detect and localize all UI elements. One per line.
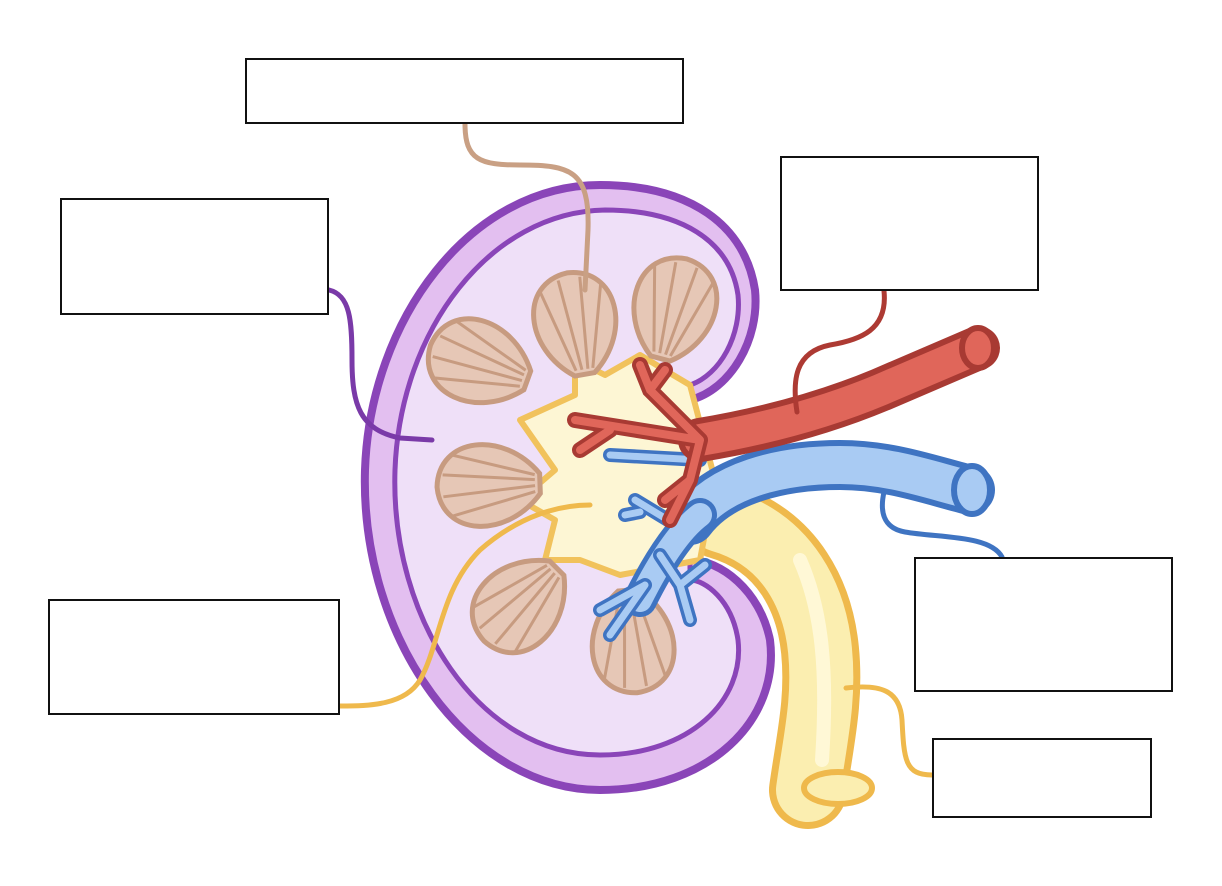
renal-vein [593, 439, 995, 642]
pyramid-4 [434, 442, 543, 529]
leader-line-top [462, 121, 591, 293]
ureter [681, 481, 875, 829]
leader-line-right-mid [879, 489, 1005, 560]
renal-artery-opening [959, 325, 997, 371]
pyramid-2 [631, 255, 720, 364]
renal-vein-opening [951, 463, 993, 517]
leader-line-right-bottom [843, 684, 935, 778]
leader-line-right-top [792, 288, 887, 415]
pyramid-1 [531, 270, 619, 379]
label-box-left-bottom[interactable] [48, 599, 340, 715]
ureter-opening [801, 769, 875, 807]
renal-artery [567, 325, 1000, 528]
label-box-right-top[interactable] [780, 156, 1039, 291]
leader-line-left-top [326, 287, 435, 443]
renal-pyramids [426, 255, 720, 696]
label-box-right-mid[interactable] [914, 557, 1173, 692]
label-box-top[interactable] [245, 58, 684, 124]
pyramid-3 [426, 316, 534, 406]
pyramid-5 [469, 557, 568, 656]
leader-line-left-bottom [337, 502, 593, 709]
label-box-left-top[interactable] [60, 198, 329, 315]
label-box-right-bottom[interactable] [932, 738, 1152, 818]
pyramid-6 [589, 586, 677, 696]
